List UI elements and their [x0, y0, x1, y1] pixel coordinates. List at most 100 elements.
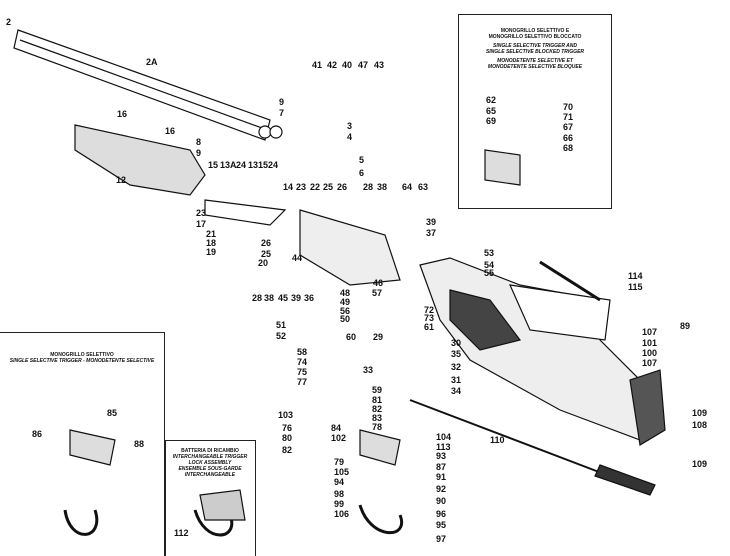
part-number-label: 9: [196, 148, 202, 158]
part-number-label: 85: [107, 408, 118, 418]
part-number-label: 33: [363, 365, 374, 375]
part-number-label: 74: [297, 357, 308, 367]
part-number-label: 22: [310, 182, 321, 192]
part-number-label: 68: [563, 143, 574, 153]
spare-lock: [199, 489, 246, 521]
part-number-label: 2: [6, 17, 12, 27]
part-number-label: 19: [206, 247, 217, 257]
receiver: [299, 209, 401, 286]
part-number-label: 36: [304, 293, 315, 303]
part-number-label: 80: [282, 433, 293, 443]
part-number-label: 16: [117, 109, 128, 119]
stock-grip: [449, 289, 522, 351]
part-number-label: 48: [340, 288, 351, 298]
part-number-label: 24: [268, 160, 279, 170]
caption-line: ENSEMBLE SOUS-GARDE: [178, 466, 242, 472]
part-number-label: 6: [359, 168, 365, 178]
caption-line: MONODETENTE SELECTIVE BLOQUEE: [487, 64, 583, 70]
part-number-label: 31: [451, 375, 462, 385]
part-number-label: 8: [196, 137, 202, 147]
part-number-label: 96: [436, 509, 447, 519]
part-number-label: 20: [258, 258, 269, 268]
caption-line: INTERCHANGEABLE: [184, 472, 236, 478]
part-number-label: 16: [165, 126, 176, 136]
part-number-label: 89: [680, 321, 691, 331]
bottom-left-caption: MONOGRILLO SELETTIVO SINGLE SELECTIVE TR…: [2, 352, 162, 364]
part-number-label: 98: [334, 489, 345, 499]
part-number-label: 83: [372, 413, 383, 423]
part-number-label: 61: [424, 322, 435, 332]
caption-line: BATTERIA DI RICAMBIO: [181, 448, 239, 454]
single-selective-trigger-box: [458, 14, 612, 209]
part-number-label: 57: [372, 288, 383, 298]
part-number-label: 82: [372, 404, 383, 414]
caption-line: SINGLE SELECTIVE BLOCKED TRIGGER: [485, 49, 585, 55]
part-number-label: 39: [291, 293, 302, 303]
part-number-label: 67: [563, 122, 574, 132]
part-number-label: 109: [692, 408, 708, 418]
part-number-label: 40: [342, 60, 353, 70]
part-number-label: 109: [692, 459, 708, 469]
part-number-label: 69: [486, 116, 497, 126]
part-number-label: 108: [692, 420, 708, 430]
part-number-label: 65: [486, 106, 497, 116]
stock-bolt: [539, 260, 601, 302]
caption-line: MONOGRILLO SELETTIVO E: [500, 28, 570, 34]
part-number-label: 53: [484, 248, 495, 258]
part-number-label: 21: [206, 229, 217, 239]
part-number-label: 95: [436, 520, 447, 530]
part-number-label: 77: [297, 377, 308, 387]
part-number-label: 30: [451, 338, 462, 348]
part-number-label: 76: [282, 423, 293, 433]
part-number-label: 92: [436, 484, 447, 494]
part-number-label: 106: [334, 509, 350, 519]
single-selective-trigger-left-box: [0, 332, 165, 556]
part-number-label: 71: [563, 112, 574, 122]
trigger-guard-bottom: [358, 504, 404, 535]
part-number-label: 90: [436, 496, 447, 506]
part-number-label: 97: [436, 534, 447, 544]
part-number-label: 73: [424, 313, 435, 323]
part-number-label: 7: [279, 108, 285, 118]
part-number-label: 91: [436, 472, 447, 482]
part-number-label: 50: [340, 314, 351, 324]
part-number-label: 114: [628, 271, 643, 281]
caption-line: LOCK ASSEMBLY: [188, 460, 232, 466]
part-number-label: 29: [373, 332, 384, 342]
left-trigger-guard: [63, 509, 99, 536]
part-number-label: 39: [426, 217, 437, 227]
part-number-label: 64: [402, 182, 413, 192]
part-number-label: 59: [372, 385, 383, 395]
caption-line: INTERCHANGEABLE TRIGGER: [172, 454, 248, 460]
part-number-label: 13: [248, 160, 259, 170]
part-number-label: 51: [276, 320, 287, 330]
part-number-label: 78: [372, 422, 383, 432]
top-right-caption: MONOGRILLO SELETTIVO E MONOGRILLO SELETT…: [462, 28, 608, 70]
part-number-label: 43: [374, 60, 385, 70]
part-number-label: 81: [372, 395, 383, 405]
part-number-label: 37: [426, 228, 437, 238]
part-number-label: 28: [252, 293, 263, 303]
part-number-label: 9: [279, 97, 285, 107]
caption-line: SINGLE SELECTIVE TRIGGER AND: [493, 43, 577, 49]
part-number-label: 56: [340, 306, 351, 316]
part-number-label: 87: [436, 462, 447, 472]
forend: [74, 124, 206, 196]
part-number-label: 38: [264, 293, 275, 303]
part-number-label: 24: [236, 160, 247, 170]
comb: [509, 284, 611, 341]
part-number-label: 15: [258, 160, 269, 170]
part-number-label: 104: [436, 432, 452, 442]
part-number-label: 70: [563, 102, 574, 112]
part-number-label: 99: [334, 499, 345, 509]
trigger-lock: [359, 429, 401, 466]
butt-plate: [629, 369, 666, 446]
part-number-label: 100: [642, 348, 658, 358]
part-number-label: 23: [196, 208, 207, 218]
rod-handle: [594, 464, 656, 496]
part-number-label: 12: [116, 175, 127, 185]
part-number-label: 28: [363, 182, 374, 192]
part-number-label: 26: [337, 182, 348, 192]
